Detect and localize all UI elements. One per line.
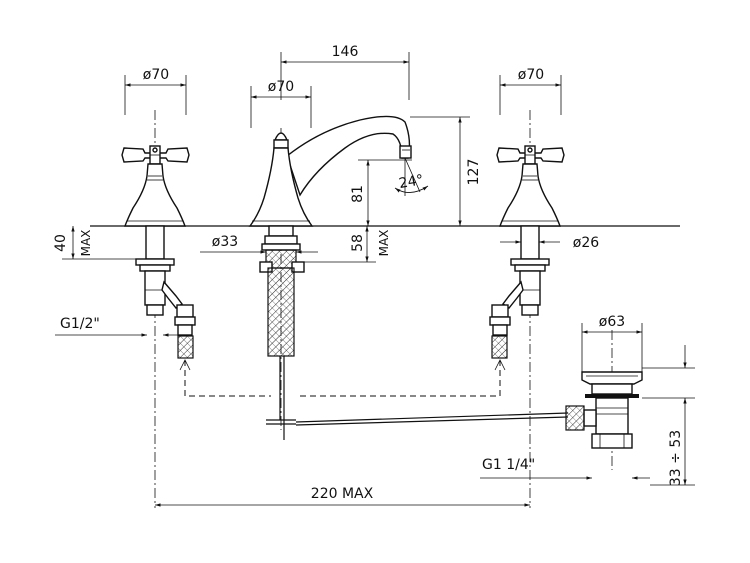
dim-waste-thread: G1 1/4" bbox=[480, 457, 650, 480]
dim-waste-range: 33 ÷ 53 bbox=[642, 345, 695, 486]
dim-overall-width-label: 220 MAX bbox=[311, 486, 374, 502]
right-valve bbox=[489, 145, 565, 359]
dim-spout-shank-length-label: 58 bbox=[350, 234, 366, 252]
dim-spout-shank-length: 58 MAX bbox=[300, 226, 391, 263]
left-valve bbox=[121, 145, 196, 359]
dim-spout-shank-dia: ø33 bbox=[200, 234, 318, 254]
left-hose-route bbox=[184, 360, 271, 397]
dim-left-handle-dia: ø70 bbox=[124, 67, 187, 115]
dim-spout-offset-label: 146 bbox=[332, 44, 359, 60]
pop-up-waste bbox=[565, 371, 643, 449]
dim-spout-base-dia-label: ø70 bbox=[268, 79, 294, 95]
dim-spout-angle: 24° bbox=[394, 157, 429, 196]
dim-spout-shank-length-suffix: MAX bbox=[377, 230, 391, 257]
dim-valve-shank-dia: ø26 bbox=[500, 235, 599, 251]
dim-spout-height-label: 127 bbox=[466, 159, 482, 186]
dim-spout-outlet-height-label: 81 bbox=[350, 185, 366, 203]
dim-spout-angle-label: 24° bbox=[398, 172, 425, 192]
dim-right-handle-dia-label: ø70 bbox=[518, 67, 544, 83]
right-hose-route bbox=[296, 360, 501, 397]
dim-inlet-thread: G1/2" bbox=[55, 316, 180, 337]
dim-spout-shank-dia-label: ø33 bbox=[212, 234, 238, 250]
dim-spout-offset: 146 bbox=[280, 44, 410, 100]
dim-right-handle-dia: ø70 bbox=[499, 67, 562, 115]
dim-waste-dia-label: ø63 bbox=[599, 314, 625, 330]
dim-deck-thickness-label: 40 bbox=[53, 234, 69, 252]
dim-spout-height: 127 bbox=[410, 116, 482, 226]
dim-waste-thread-label: G1 1/4" bbox=[482, 457, 535, 473]
dim-overall-width: 220 MAX bbox=[155, 486, 530, 507]
dim-waste-dia: ø63 bbox=[581, 314, 643, 372]
pop-up-linkage bbox=[266, 412, 569, 426]
dim-deck-thickness-suffix: MAX bbox=[79, 230, 93, 257]
dim-spout-outlet-height: 81 bbox=[350, 159, 412, 226]
spout bbox=[248, 115, 412, 440]
dim-waste-range-label: 33 ÷ 53 bbox=[668, 430, 684, 486]
dim-left-handle-dia-label: ø70 bbox=[143, 67, 169, 83]
dim-deck-thickness: 40 MAX bbox=[53, 226, 146, 260]
dim-spout-base-dia: ø70 bbox=[250, 79, 312, 128]
dim-valve-shank-dia-label: ø26 bbox=[573, 235, 599, 251]
dim-inlet-thread-label: G1/2" bbox=[60, 316, 100, 332]
